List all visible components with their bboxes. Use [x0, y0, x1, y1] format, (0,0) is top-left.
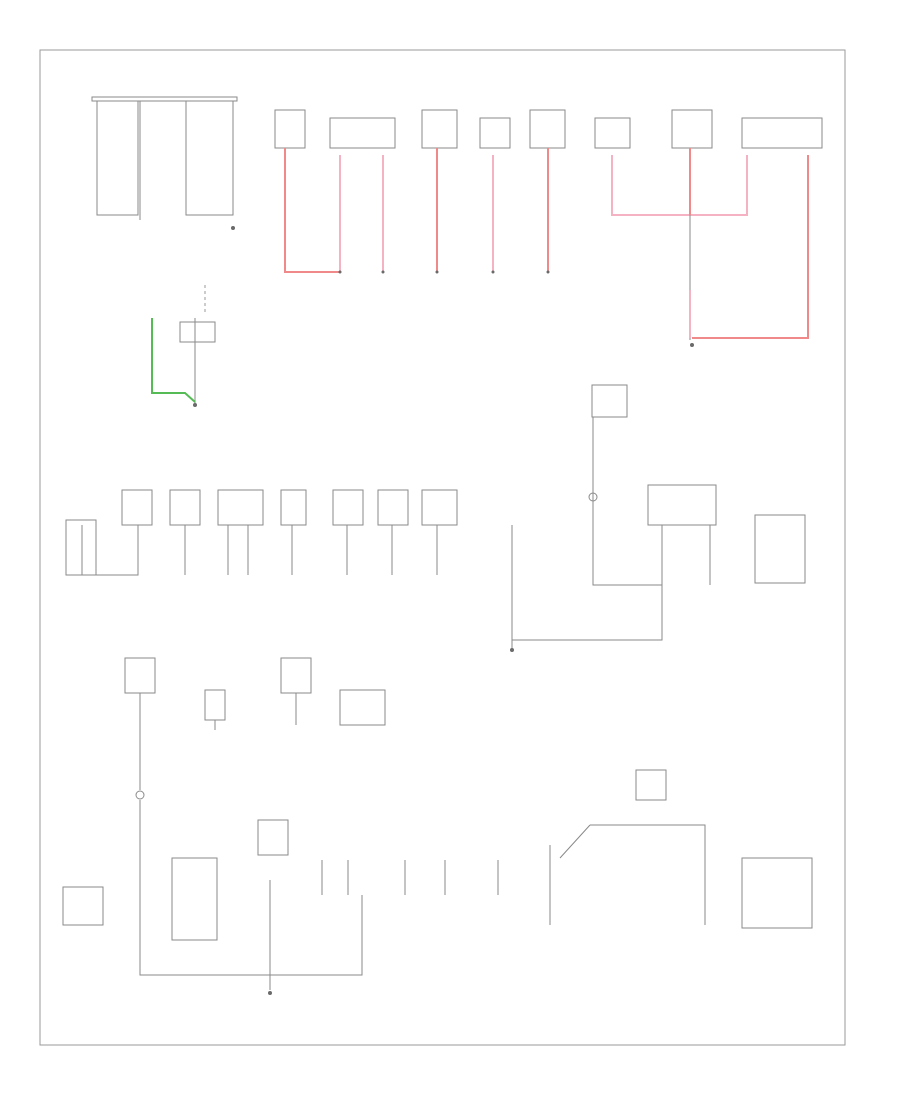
module-row-4	[217, 489, 264, 526]
connector-splice	[179, 321, 216, 343]
wire-bottom-9	[590, 824, 706, 925]
module-right-large	[647, 484, 717, 526]
diode-symbol	[588, 492, 598, 502]
module-6	[594, 117, 631, 149]
module-lower-2	[204, 689, 226, 721]
component-group-top-left	[91, 96, 238, 407]
module-row-5	[280, 489, 307, 526]
connector-top-left	[91, 96, 238, 102]
component-group-middle-right	[512, 384, 806, 641]
ground-point-2	[193, 403, 197, 407]
wire-green-ground	[151, 318, 196, 403]
module-2	[329, 117, 396, 149]
relay-box	[591, 384, 628, 418]
module-row-2	[121, 489, 153, 526]
module-bottom-5	[741, 857, 813, 929]
ground-point-5	[268, 991, 272, 995]
module-far-right	[754, 514, 806, 584]
module-lower-3	[280, 657, 312, 694]
module-5	[529, 109, 566, 149]
ground-point-4	[510, 648, 514, 652]
component-group-bottom-row	[62, 769, 813, 995]
wire-end-3	[435, 270, 439, 274]
wire-top-left-3	[185, 101, 234, 216]
wire-row-1	[81, 525, 139, 576]
module-1	[274, 109, 306, 149]
ground-point-3	[690, 343, 694, 347]
wire-red-1	[284, 148, 340, 273]
wire-module-right	[512, 525, 663, 641]
module-8	[741, 117, 823, 149]
module-row-7	[377, 489, 409, 526]
wire-end-4	[491, 270, 495, 274]
wire-top-left-1	[96, 101, 139, 216]
module-row-3	[169, 489, 201, 526]
wire-pink-4	[611, 155, 748, 216]
module-3	[421, 109, 458, 149]
module-7	[671, 109, 713, 149]
wire-end-2	[381, 270, 385, 274]
component-group-top-middle	[274, 109, 566, 274]
wire-end-5	[546, 270, 550, 274]
module-bottom-3	[257, 819, 289, 856]
diode-lower	[135, 790, 145, 800]
component-group-top-right	[594, 109, 823, 347]
wire-end-1	[338, 270, 342, 274]
module-row-1	[65, 519, 97, 576]
module-lower-1	[124, 657, 156, 694]
wire-red-5	[692, 155, 809, 339]
module-bottom-4	[635, 769, 667, 801]
module-row-6	[332, 489, 364, 526]
diagram-frame	[39, 49, 846, 1046]
module-4	[479, 117, 511, 149]
component-group-lower-middle	[124, 657, 386, 800]
wire-bottom-main	[139, 800, 363, 976]
ground-point-1	[231, 226, 235, 230]
component-group-middle-row	[65, 489, 514, 652]
module-bottom-2	[171, 857, 218, 941]
wire-bottom-10	[559, 824, 591, 859]
module-lower-4	[339, 689, 386, 726]
wire-relay-down	[592, 417, 662, 586]
module-row-8	[421, 489, 458, 526]
module-bottom-1	[62, 886, 104, 926]
